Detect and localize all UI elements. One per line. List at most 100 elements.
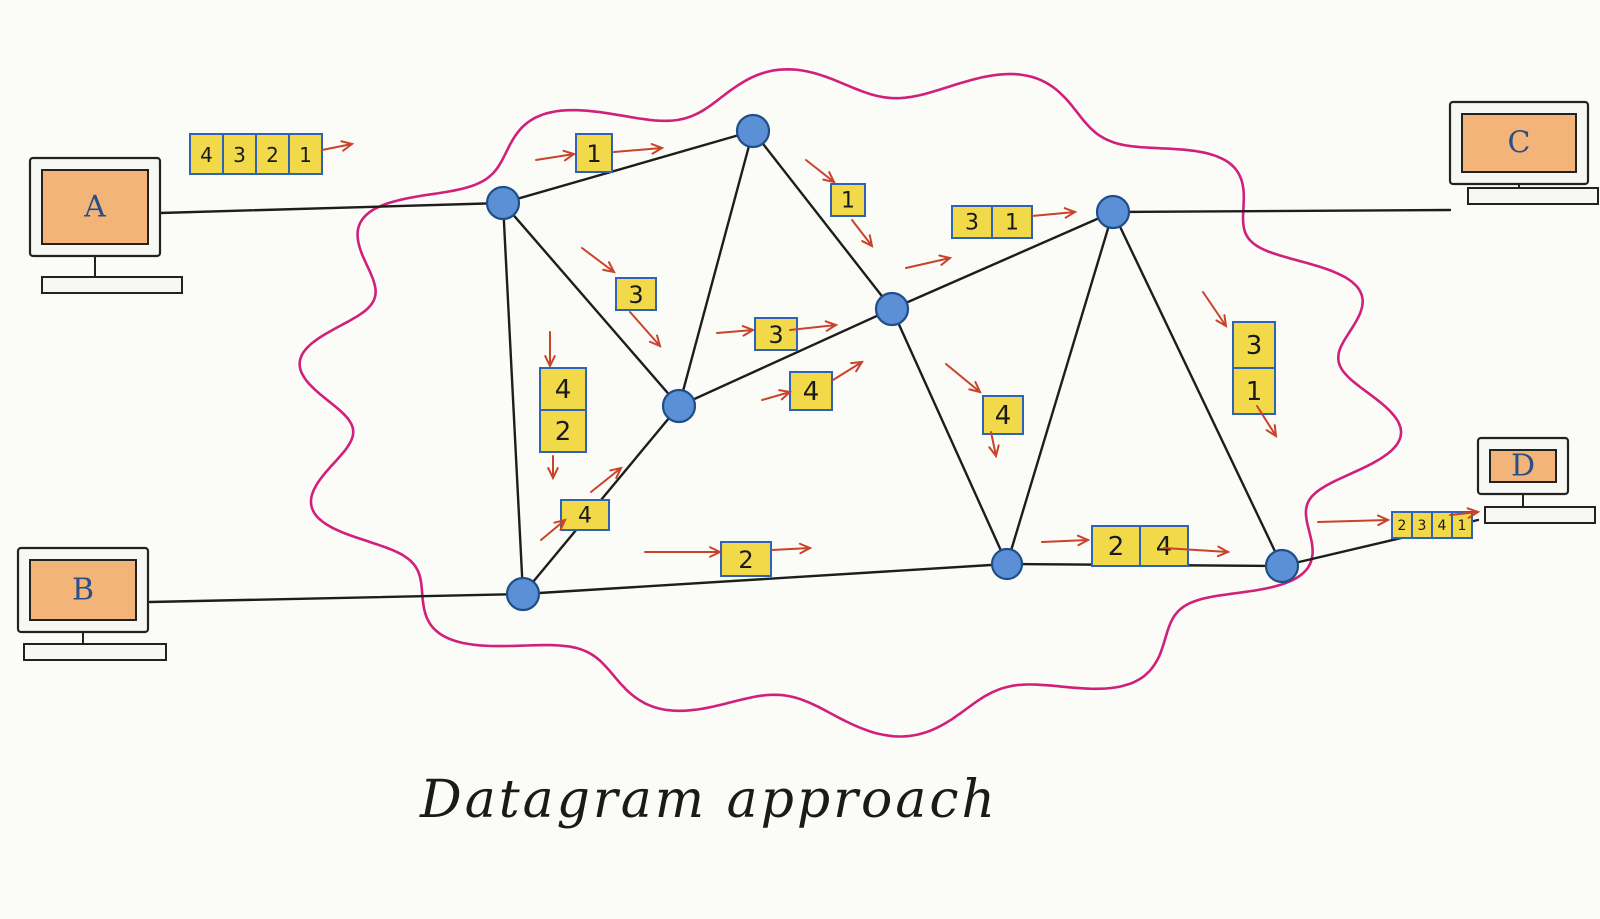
link-R6-R7 xyxy=(1005,210,1115,566)
link-A-R1 xyxy=(158,201,505,215)
host-screen xyxy=(29,559,137,621)
router-node-5 xyxy=(874,291,910,327)
direction-arrow xyxy=(771,542,813,555)
host-screen xyxy=(41,169,149,245)
router-node-7 xyxy=(990,547,1024,581)
packet-number: 2 xyxy=(266,143,279,167)
host-keyboard xyxy=(1484,506,1596,524)
direction-arrow xyxy=(945,363,982,394)
packet-cell xyxy=(720,541,772,577)
packet-cell xyxy=(539,367,587,411)
direction-arrow xyxy=(1317,514,1391,527)
packet-cell xyxy=(1232,321,1276,369)
direction-arrow xyxy=(1202,291,1228,328)
direction-arrow xyxy=(544,331,556,369)
router-node-3 xyxy=(505,576,541,612)
link-R3-R7 xyxy=(521,562,1009,596)
link-R1-R4 xyxy=(501,201,681,408)
packet-number: 2 xyxy=(738,546,753,574)
packet-cell xyxy=(982,395,1024,435)
link-R2-R5 xyxy=(751,129,894,311)
host-label: A xyxy=(83,190,106,225)
caption: Datagram approach xyxy=(420,770,998,830)
packet-cell xyxy=(1451,511,1473,539)
packet-cell xyxy=(539,409,587,453)
link-R5-R7 xyxy=(890,307,1009,566)
direction-arrow xyxy=(613,143,665,155)
direction-arrow xyxy=(1449,507,1481,519)
link-R1-R3 xyxy=(501,201,525,596)
link-B-R3 xyxy=(148,592,525,604)
link-R4-R5 xyxy=(677,307,894,408)
packet-number: 3 xyxy=(768,321,783,349)
direction-arrow xyxy=(321,140,355,152)
packet-cell xyxy=(754,317,798,351)
packet-group-10: 4 xyxy=(560,499,610,531)
direction-arrow xyxy=(851,219,874,248)
direction-arrow xyxy=(716,325,756,337)
packet-cell xyxy=(1091,525,1141,567)
packet-group-2: 1 xyxy=(575,133,613,173)
host-screen xyxy=(1489,449,1557,483)
packet-cell xyxy=(288,133,323,175)
direction-arrow xyxy=(535,149,577,162)
packet-number: 3 xyxy=(965,211,979,236)
packet-number: 3 xyxy=(1418,518,1427,534)
router-node-8 xyxy=(1264,548,1300,584)
direction-arrow xyxy=(629,311,662,348)
packet-number: 1 xyxy=(841,189,855,214)
host-keyboard xyxy=(41,276,183,294)
packet-cell xyxy=(615,277,657,311)
packet-number: 4 xyxy=(578,504,592,529)
direction-arrow xyxy=(540,518,567,541)
link-R5-R6 xyxy=(890,210,1115,311)
link-R2-R4 xyxy=(677,129,755,408)
packet-cell xyxy=(789,371,833,411)
packet-number: 2 xyxy=(555,417,572,447)
packet-cell xyxy=(1232,367,1276,415)
packet-group-6: 3 xyxy=(754,317,798,351)
packet-cell xyxy=(1139,525,1189,567)
host-label: C xyxy=(1508,126,1531,161)
direction-arrow xyxy=(1163,545,1231,558)
direction-arrow xyxy=(789,320,839,332)
direction-arrow xyxy=(581,247,616,274)
link-C-R6 xyxy=(1111,208,1452,214)
direction-arrow xyxy=(805,159,836,184)
link-R1-R2 xyxy=(501,129,755,205)
direction-arrow xyxy=(905,254,953,269)
router-node-2 xyxy=(735,113,771,149)
host-d-computer: D xyxy=(1476,436,1596,524)
packet-number: 4 xyxy=(1438,518,1447,534)
packet-group-7: 42 xyxy=(539,367,587,453)
packet-cell xyxy=(560,499,610,531)
packet-number: 1 xyxy=(1005,211,1019,236)
direction-arrow xyxy=(547,455,559,481)
packet-number: 1 xyxy=(1246,377,1263,407)
packet-number: 3 xyxy=(1246,331,1263,361)
packet-number: 1 xyxy=(299,143,312,167)
packet-number: 1 xyxy=(586,140,601,168)
packet-number: 4 xyxy=(803,377,820,407)
host-c-computer: C xyxy=(1448,100,1599,205)
packet-number: 4 xyxy=(200,143,213,167)
packet-number: 2 xyxy=(1398,518,1407,534)
host-b-computer: B xyxy=(16,546,167,661)
host-keyboard xyxy=(23,643,167,661)
packet-cell xyxy=(991,205,1033,239)
packet-group-11: 2 xyxy=(720,541,772,577)
packet-cell xyxy=(575,133,613,173)
packet-cell xyxy=(189,133,224,175)
router-node-4 xyxy=(661,388,697,424)
packet-cell xyxy=(830,183,866,217)
host-keyboard xyxy=(1467,187,1599,205)
direction-arrow xyxy=(761,389,793,401)
network-cloud-outline xyxy=(298,67,1403,738)
host-label: B xyxy=(72,573,94,608)
packet-group-3: 1 xyxy=(830,183,866,217)
